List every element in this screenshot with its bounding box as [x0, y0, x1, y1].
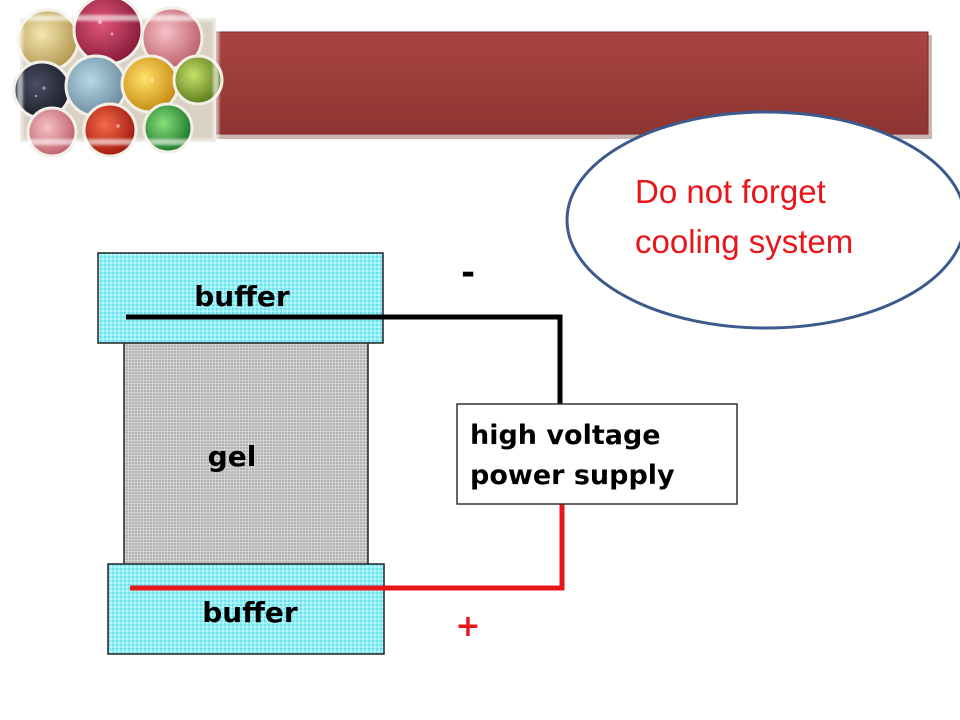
power-supply-label-line1: high voltage: [470, 420, 661, 451]
power-supply-box: high voltage power supply: [456, 403, 738, 505]
cooling-callout: Do not forget cooling system: [565, 110, 960, 330]
bottom-buffer-reservoir: buffer: [107, 563, 385, 655]
positive-wire: [130, 504, 565, 591]
negative-wire: [126, 314, 563, 404]
power-supply-label-line2: power supply: [470, 460, 675, 491]
gel-block: gel: [123, 335, 369, 571]
positive-terminal-sign: +: [455, 609, 480, 644]
gel-label: gel: [208, 440, 257, 473]
bottom-buffer-label: buffer: [202, 596, 298, 629]
top-buffer-label: buffer: [194, 280, 290, 313]
callout-text-line1: Do not forget: [635, 173, 826, 210]
top-buffer-reservoir: buffer: [97, 252, 384, 344]
callout-text-line2: cooling system: [635, 223, 853, 260]
negative-terminal-sign: -: [461, 253, 475, 293]
petri-dish-photo: [12, 0, 224, 158]
header-bar: [213, 31, 932, 139]
